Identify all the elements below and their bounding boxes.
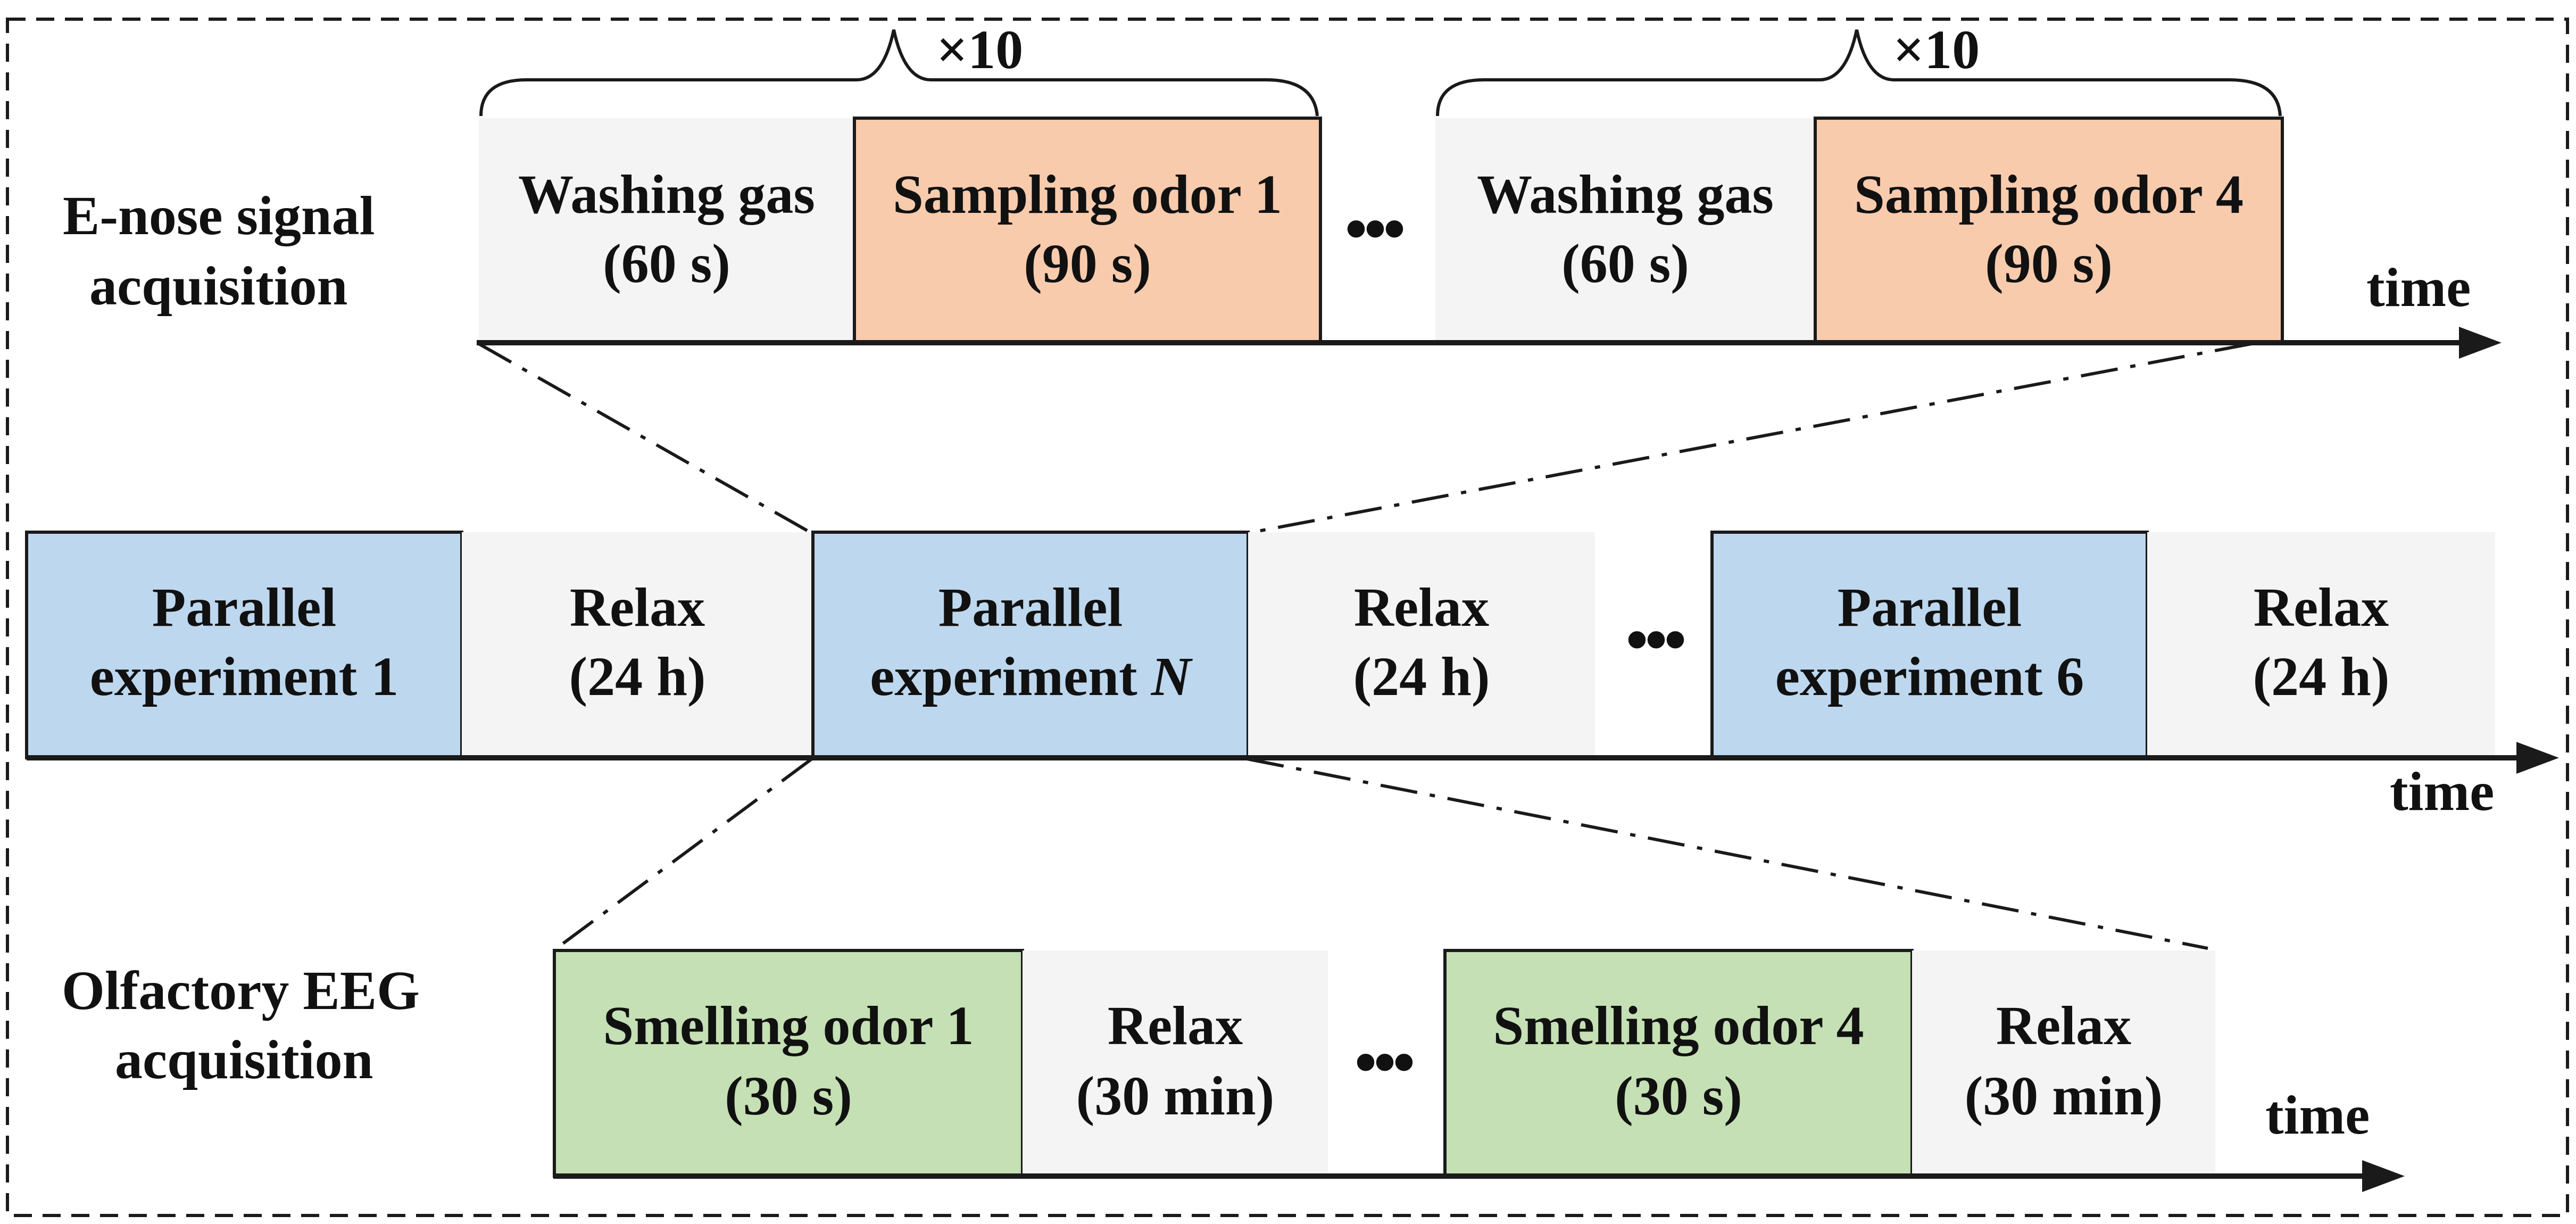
enose-row: E-nose signal acquisition ×10 ×10 Washin…	[63, 19, 2502, 359]
block-line2-italic: N	[1151, 646, 1193, 707]
block-parallel-experiment-6: Parallel experiment 6	[1710, 531, 2149, 759]
block-line2-text: experiment	[870, 646, 1151, 707]
block-relax-30min-1: Relax (30 min)	[1023, 950, 1328, 1176]
repeat-brace-1	[479, 29, 1319, 117]
block-line2: (90 s)	[1985, 233, 2113, 294]
block-line2: experiment 1	[90, 646, 398, 707]
block-line1: Sampling odor 1	[893, 164, 1282, 225]
eeg-row-label-line1: Olfactory EEG	[62, 960, 420, 1021]
block-relax-24h-1: Relax (24 h)	[462, 532, 813, 758]
block-line1: Relax	[1108, 995, 1243, 1056]
enose-row-label-line2: acquisition	[89, 255, 347, 317]
eeg-row-label-line2: acquisition	[115, 1029, 373, 1090]
enose-axis-label: time	[2366, 257, 2471, 318]
parallel-axis-label: time	[2390, 761, 2494, 822]
block-sampling-odor-1: Sampling odor 1 (90 s)	[853, 117, 1322, 344]
block-line1: Parallel	[1838, 577, 2022, 638]
block-line1: Parallel	[152, 577, 337, 638]
block-line1: Relax	[1354, 577, 1489, 638]
eeg-row: Olfactory EEG acquisition Smelling odor …	[62, 949, 2405, 1192]
block-line2: (30 min)	[1965, 1065, 2163, 1127]
block-line2: experiment N	[870, 646, 1193, 707]
block-line1: Sampling odor 4	[1854, 164, 2243, 225]
eeg-ellipsis: •••	[1355, 1027, 1413, 1097]
parallel-ellipsis: •••	[1626, 604, 1684, 675]
block-line2: (60 s)	[603, 233, 730, 294]
outer-frame	[6, 18, 2569, 1217]
block-relax-30min-2: Relax (30 min)	[1912, 950, 2215, 1176]
block-parallel-experiment-1: Parallel experiment 1	[25, 531, 463, 759]
block-line2: (60 s)	[1561, 233, 1689, 294]
block-line2: (30 min)	[1076, 1065, 1275, 1127]
block-line1: Parallel	[938, 577, 1123, 638]
repeat-brace-2	[1436, 29, 2282, 117]
enose-ellipsis: •••	[1345, 193, 1403, 264]
block-line1: Relax	[2254, 577, 2389, 638]
zoom-connector	[478, 342, 813, 535]
block-line2: experiment 6	[1775, 646, 2084, 707]
block-line2: (24 h)	[1353, 646, 1490, 707]
block-sampling-odor-4: Sampling odor 4 (90 s)	[1814, 117, 2284, 344]
block-line1: Relax	[570, 577, 705, 638]
repeat-mark-2: ×10	[1893, 19, 1980, 80]
zoom-connector	[1247, 342, 2252, 535]
block-line1: Relax	[1996, 995, 2131, 1056]
block-line1: Smelling odor 4	[1493, 995, 1864, 1056]
block-washing-gas-2: Washing gas (60 s)	[1435, 118, 1815, 343]
enose-row-label-line1: E-nose signal	[63, 185, 375, 246]
block-line1: Washing gas	[1477, 164, 1774, 225]
zoom-connector	[1247, 757, 2208, 950]
block-smelling-odor-4: Smelling odor 4 (30 s)	[1443, 949, 1914, 1178]
repeat-mark-1: ×10	[936, 19, 1023, 80]
block-line2: (30 s)	[1615, 1065, 1742, 1127]
parallel-row: Parallel experiment 1 Relax (24 h) Paral…	[25, 531, 2559, 822]
block-line2: (24 h)	[2253, 646, 2389, 707]
block-line1: Washing gas	[518, 164, 815, 225]
zoom-connector	[555, 757, 813, 950]
block-washing-gas-1: Washing gas (60 s)	[479, 118, 854, 343]
eeg-axis-label: time	[2265, 1085, 2370, 1146]
block-relax-24h-3: Relax (24 h)	[2147, 532, 2495, 758]
block-smelling-odor-1: Smelling odor 1 (30 s)	[553, 949, 1024, 1178]
block-line2: (24 h)	[569, 646, 705, 707]
block-line2: (30 s)	[725, 1065, 852, 1127]
block-relax-24h-2: Relax (24 h)	[1248, 532, 1595, 758]
block-line2: (90 s)	[1024, 233, 1151, 294]
block-parallel-experiment-n: Parallel experiment N	[811, 531, 1250, 759]
block-line1: Smelling odor 1	[603, 995, 974, 1056]
